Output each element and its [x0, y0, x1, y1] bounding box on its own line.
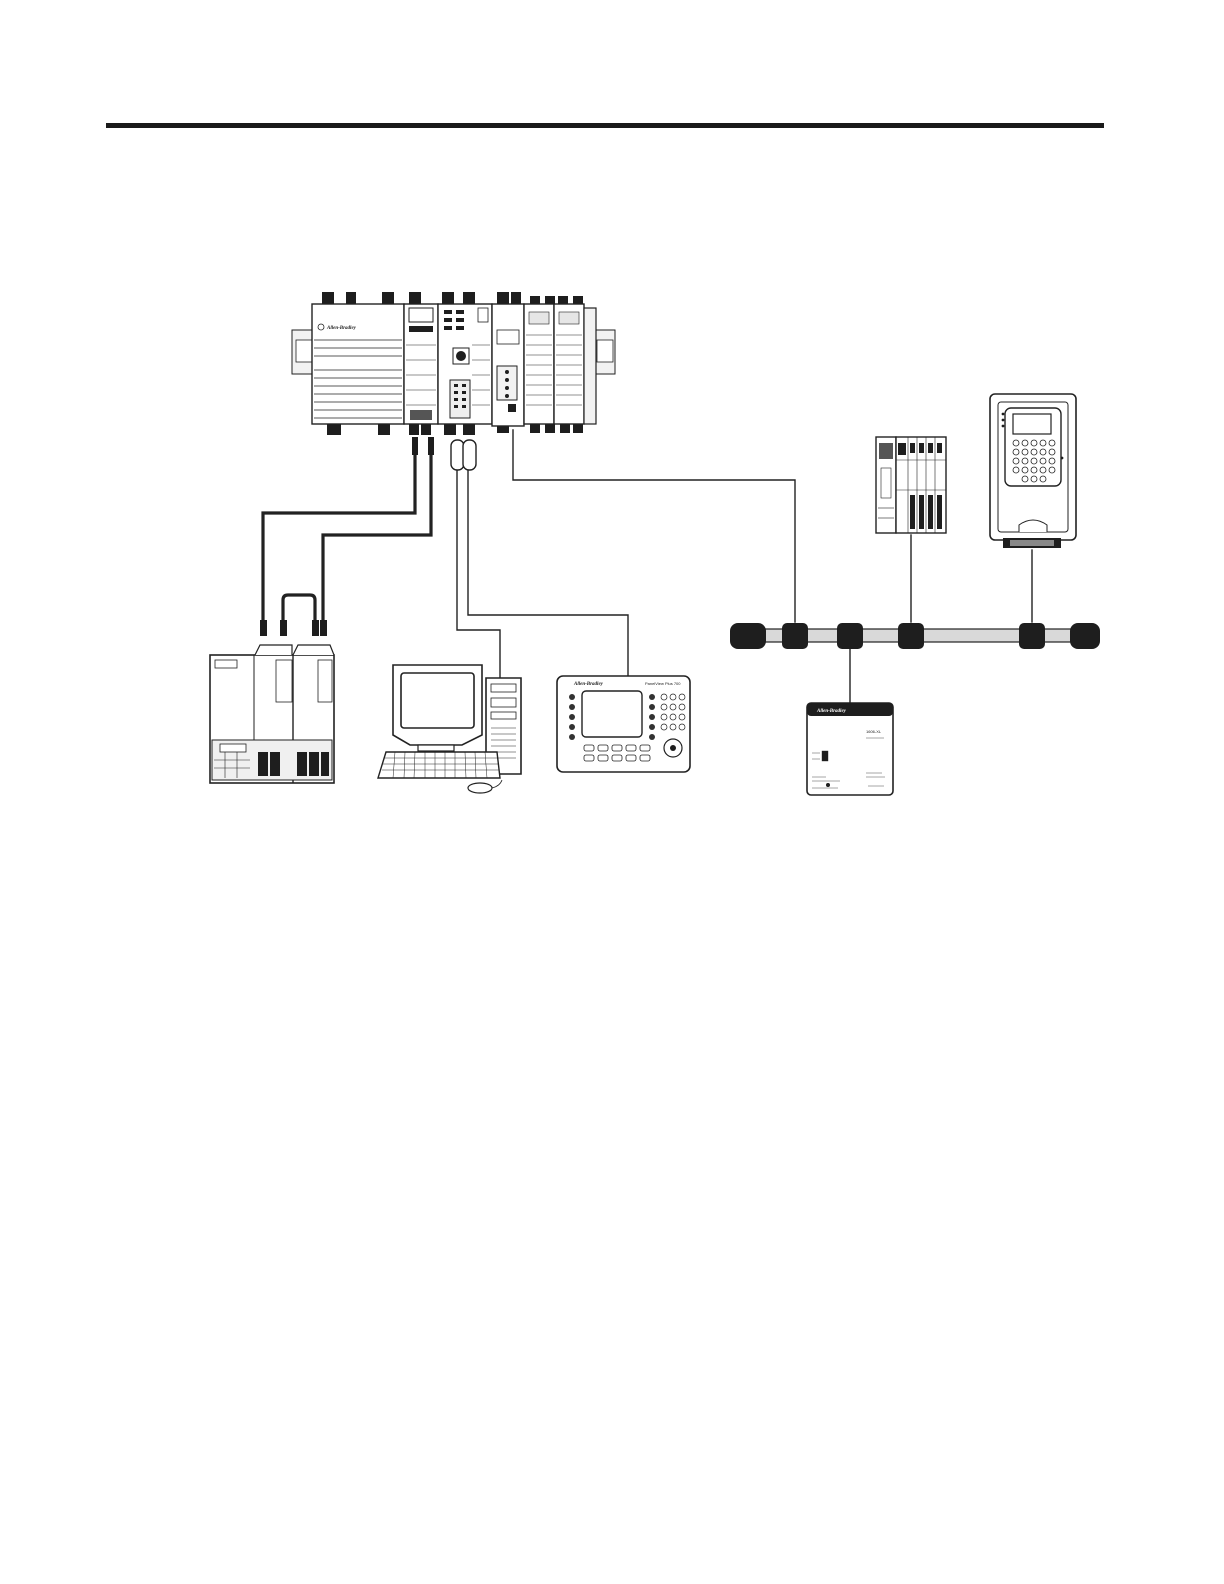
hmi-serial-cable — [468, 470, 628, 676]
compactlogix-controller-icon: Allen-Bradley — [292, 292, 615, 470]
bridge-brand: Allen-Bradley — [816, 709, 847, 714]
power-supply-icon: Allen-Bradley 1606-XL — [807, 703, 893, 795]
pc-serial-cable — [457, 470, 500, 680]
trunk-tap — [898, 623, 924, 649]
trunk-tap — [782, 623, 808, 649]
devicenet-trunk — [730, 623, 1100, 649]
controller-network-drop — [513, 430, 795, 622]
powerflex-drive-icon — [990, 394, 1076, 548]
hmi-model: PanelView Plus 700 — [645, 681, 681, 686]
point-io-adapter-icon — [876, 437, 946, 533]
personal-computer-icon — [378, 665, 521, 793]
terminator-right — [1070, 623, 1100, 649]
terminator-left — [730, 623, 766, 649]
hmi-terminal-icon: Allen-Bradley PanelView Plus 700 — [557, 676, 690, 772]
hmi-brand: Allen-Bradley — [573, 682, 604, 687]
drive-link-cable — [283, 595, 315, 622]
controller-brand: Allen-Bradley — [326, 326, 357, 331]
trunk-tap — [837, 623, 863, 649]
kinetix-servo-drive-icon — [210, 620, 334, 783]
trunk-tap — [1019, 623, 1045, 649]
bridge-model: 1606-XL — [866, 729, 882, 734]
